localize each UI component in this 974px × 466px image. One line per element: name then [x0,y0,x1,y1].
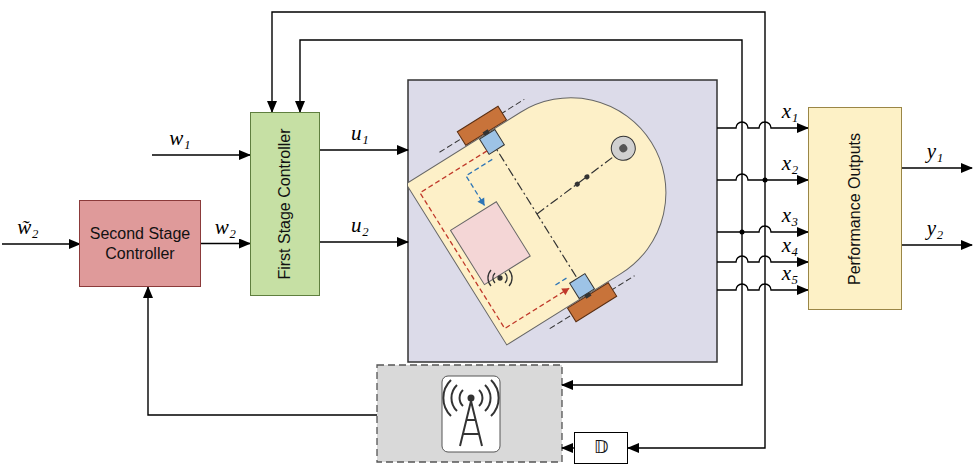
signal-name: x₁ [782,100,799,123]
junction-dot [740,230,745,235]
vertical-label: First Stage Controller [275,128,294,279]
box-label: Second Stage Controller [86,224,194,262]
signal-arrow [201,243,250,244]
wireless-box [377,365,562,462]
signal-name: w₁ [169,127,190,150]
antenna-icon [442,376,500,452]
signal-name: x₂ [782,152,799,175]
signal-wires [2,12,972,448]
signal-name: x₄ [782,234,799,257]
box-label: 𝔻 [594,437,609,459]
controller-box: Second Stage Controller [79,200,201,287]
signal-name: u₁ [351,122,369,145]
signal-name: u₂ [351,214,369,237]
output-box: Performance Outputs [808,107,902,310]
vertical-label: Performance Outputs [845,132,864,284]
junction-dot [763,178,768,183]
controller-box: First Stage Controller [250,112,320,296]
signal-name: x₅ [782,262,799,285]
signal-name: w̃₂ [17,216,38,239]
delay-box: 𝔻 [574,432,628,464]
robot-illustration [408,80,711,359]
signal-name: x₃ [782,204,799,227]
signal-name: y₂ [927,217,944,240]
signal-name: w₂ [215,216,236,239]
signal-name: y₁ [927,140,944,163]
